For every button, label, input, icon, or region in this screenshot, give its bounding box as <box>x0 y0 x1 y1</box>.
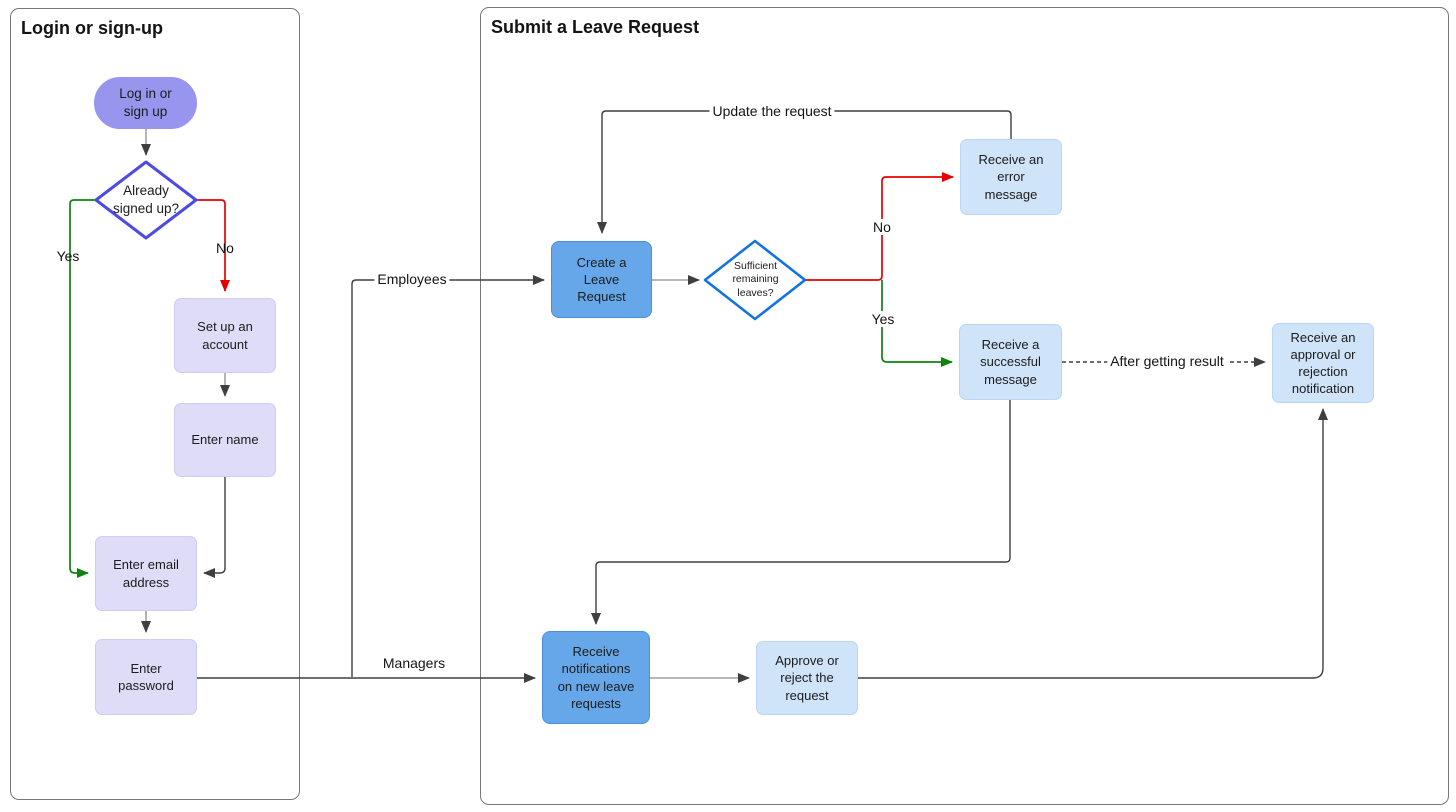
sufficient-leaves-diamond-shape <box>703 239 807 321</box>
node-enter-name: Enter name <box>174 403 276 477</box>
node-enter-password: Enter password <box>95 639 197 715</box>
edge-label-yes-signup: Yes <box>56 247 80 264</box>
frame-title-login: Login or sign-up <box>21 18 163 38</box>
node-create-leave-request: Create a Leave Request <box>551 241 652 318</box>
node-set-up-account: Set up an account <box>174 298 276 373</box>
edge-approve-to-approval <box>858 408 1328 679</box>
node-receive-notifications: Receive notifications on new leave reque… <box>542 631 650 724</box>
edge-already-yes-to-email <box>69 199 96 578</box>
frame-title-leave-request: Submit a Leave Request <box>491 17 700 37</box>
node-receive-success-message: Receive a successful message <box>959 324 1062 400</box>
node-already-signed-up-label: Already signed up? <box>112 183 180 216</box>
edge-label-managers: Managers <box>379 654 449 672</box>
edge-already-no-to-setup <box>196 199 230 292</box>
edge-label-no-signup: No <box>216 239 234 256</box>
node-login-or-signup: Log in or sign up <box>94 77 197 129</box>
node-enter-email: Enter email address <box>95 536 197 611</box>
edge-label-employees: Employees <box>374 270 450 288</box>
edge-password-employees-to-create <box>351 275 545 677</box>
node-receive-approval-rejection: Receive an approval or rejection notific… <box>1272 323 1374 403</box>
edge-sufficient-yes-to-success <box>881 280 953 367</box>
node-receive-error-message: Receive an error message <box>960 139 1062 215</box>
edge-name-to-email <box>203 477 226 578</box>
edge-label-update-request: Update the request <box>709 102 835 120</box>
edge-success-to-notifications <box>591 400 1011 625</box>
edge-label-after-result: After getting result <box>1107 352 1227 370</box>
node-approve-or-reject: Approve or reject the request <box>756 641 858 715</box>
node-sufficient-leaves-label: Sufficient remaining leaves? <box>732 260 779 299</box>
already-signed-up-diamond-shape <box>94 160 198 240</box>
edge-label-yes-sufficient: Yes <box>868 310 898 328</box>
edge-update-request-to-create <box>597 110 1012 234</box>
edge-label-no-sufficient: No <box>870 218 894 236</box>
